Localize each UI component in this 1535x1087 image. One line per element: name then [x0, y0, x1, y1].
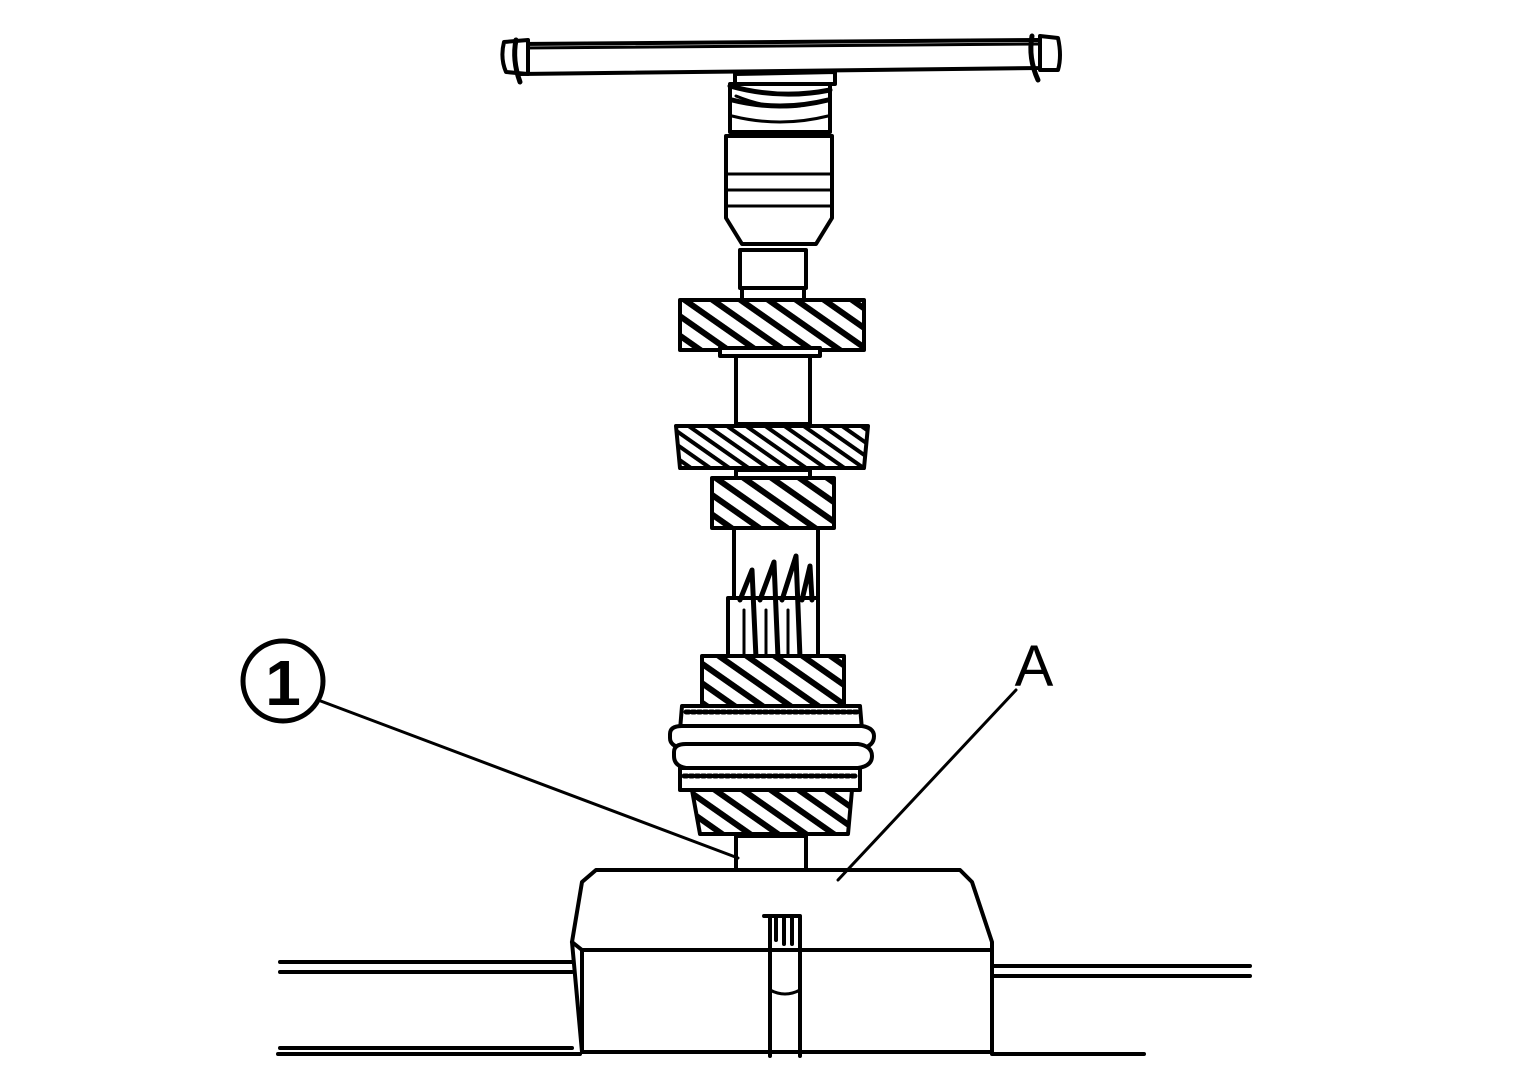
- synchronizer-assembly: [668, 654, 876, 836]
- gear-3: [710, 476, 836, 530]
- press-adapter: [724, 134, 834, 302]
- press-base: [276, 868, 1252, 1058]
- callout-A-label: A: [1015, 634, 1054, 699]
- callout-1-circle: [240, 638, 326, 724]
- leader-line-A: [836, 688, 1018, 882]
- t-handle-bar: [500, 33, 1062, 86]
- press-screw: [727, 82, 833, 134]
- gear-2: [674, 424, 870, 470]
- gear-1: [678, 298, 866, 358]
- callout-1-label: 1: [265, 647, 301, 719]
- leader-line-1: [316, 698, 740, 860]
